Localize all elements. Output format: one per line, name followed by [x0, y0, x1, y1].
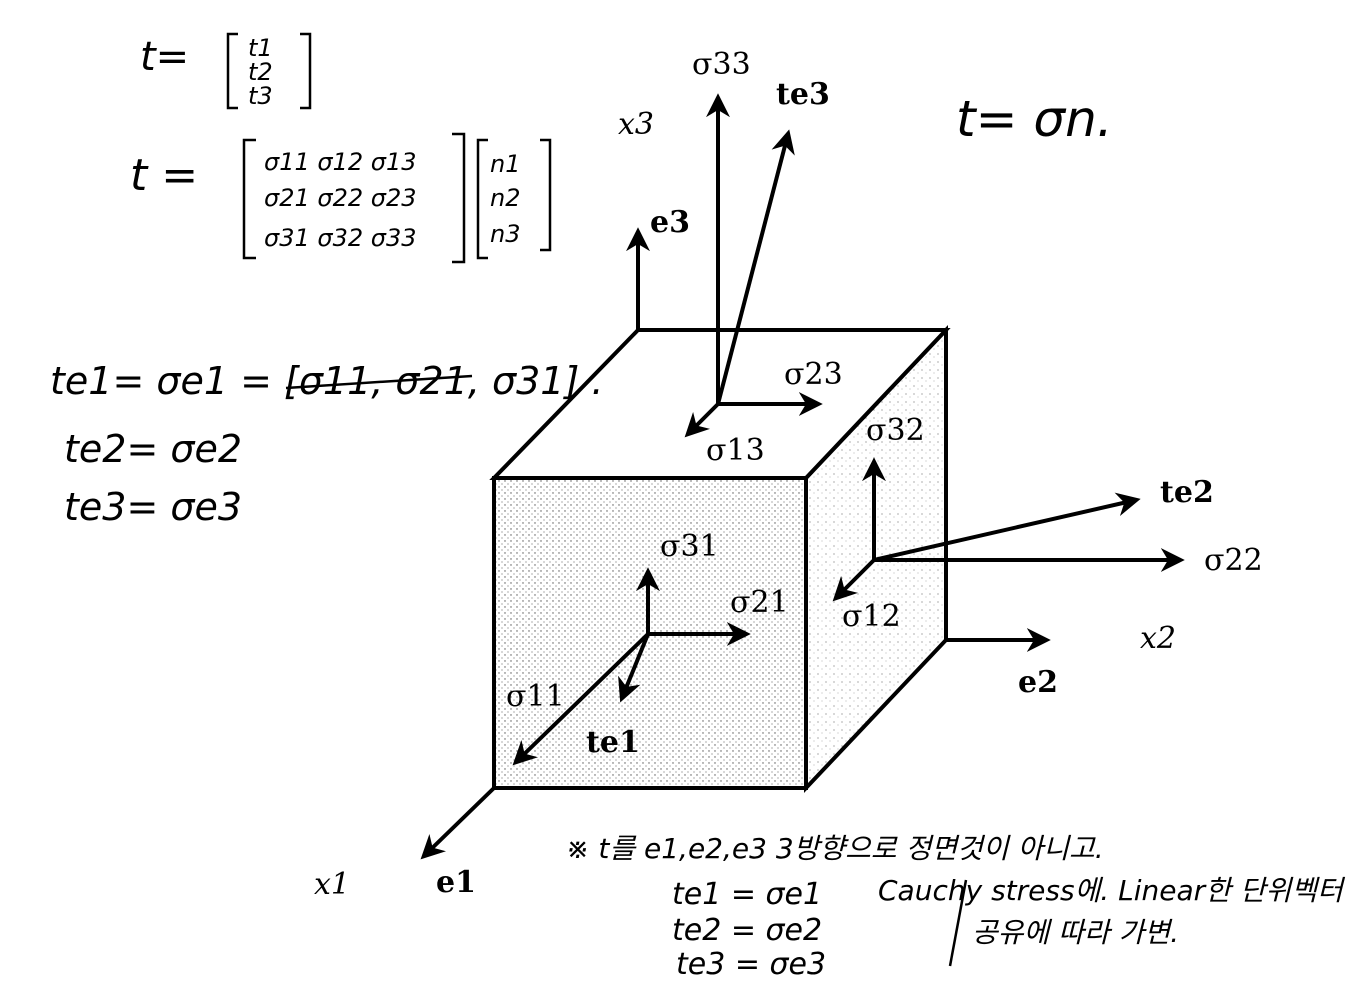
- note-te3: te3= σe3: [64, 485, 242, 529]
- note-t-row-1: t1: [248, 34, 273, 62]
- figure-labels: x3 x2 x1 e3 e2 e1 σ33 te3 σ23 σ13 σ32 te…: [314, 47, 1263, 902]
- s13-arrow: [684, 402, 720, 438]
- label-x3: x3: [618, 107, 654, 142]
- label-x2: x2: [1140, 621, 1176, 656]
- label-s33: σ33: [692, 47, 751, 82]
- label-s11: σ11: [506, 679, 565, 714]
- te1-arrow: [618, 633, 650, 703]
- label-te1: te1: [586, 725, 640, 760]
- label-s12: σ12: [842, 599, 901, 634]
- note-bottom-te1: te1 = σe1: [672, 877, 822, 912]
- label-x1: x1: [314, 867, 350, 902]
- note-t-equals-sigma-n: t= σn.: [956, 90, 1113, 148]
- label-e1: e1: [436, 865, 476, 900]
- note-tmatrix-row-2: σ21 σ22 σ23: [264, 184, 417, 212]
- label-te3: te3: [776, 77, 830, 112]
- handwritten-notes: t= t1 t2 t3 t = σ11 σ12 σ13 σ21 σ22 σ23 …: [50, 32, 1346, 982]
- label-s23: σ23: [784, 357, 843, 392]
- note-tmatrix-row-3: σ31 σ32 σ33: [264, 224, 417, 252]
- note-t-row-3: t3: [248, 82, 273, 110]
- note-bottom-remark: ※ t를 e1,e2,e3 3방향으로 정면것이 아니고.: [566, 832, 1104, 865]
- label-s22: σ22: [1204, 543, 1263, 578]
- note-cauchy-line-1: Cauchy stress에. Linear한 단위벡터: [878, 874, 1346, 907]
- label-te2: te2: [1160, 475, 1214, 510]
- note-bottom-te3: te3 = σe3: [676, 947, 826, 982]
- note-te1: te1= σe1 = [σ11, σ21, σ31] .: [50, 359, 603, 403]
- e1-arrow: [420, 786, 496, 860]
- label-s32: σ32: [866, 413, 925, 448]
- top-face-stresses: [684, 93, 823, 438]
- label-e2: e2: [1018, 665, 1058, 700]
- note-te2: te2= σe2: [64, 427, 242, 471]
- note-bottom-te2: te2 = σe2: [672, 913, 822, 948]
- note-n-row-2: n2: [490, 184, 520, 212]
- s11-arrow: [512, 632, 650, 766]
- label-s21: σ21: [730, 585, 789, 620]
- note-n-row-1: n1: [490, 150, 520, 178]
- label-e3: e3: [650, 205, 690, 240]
- note-cauchy-line-2: 공유에 따라 가변.: [972, 916, 1179, 949]
- label-s13: σ13: [706, 433, 765, 468]
- note-tmatrix-row-1: σ11 σ12 σ13: [264, 148, 417, 176]
- basis-vectors: [420, 227, 1051, 860]
- te2-arrow: [873, 492, 1141, 562]
- right-face-stresses: [832, 457, 1185, 602]
- s12-arrow: [832, 558, 876, 602]
- note-n-row-3: n3: [490, 220, 520, 248]
- note-t-row-2: t2: [248, 58, 273, 86]
- front-face-stresses: [512, 567, 751, 766]
- te3-arrow: [716, 129, 795, 405]
- note-tmatrix-lhs: t =: [130, 150, 198, 201]
- note-t-lhs: t=: [140, 34, 189, 80]
- label-s31: σ31: [660, 529, 719, 564]
